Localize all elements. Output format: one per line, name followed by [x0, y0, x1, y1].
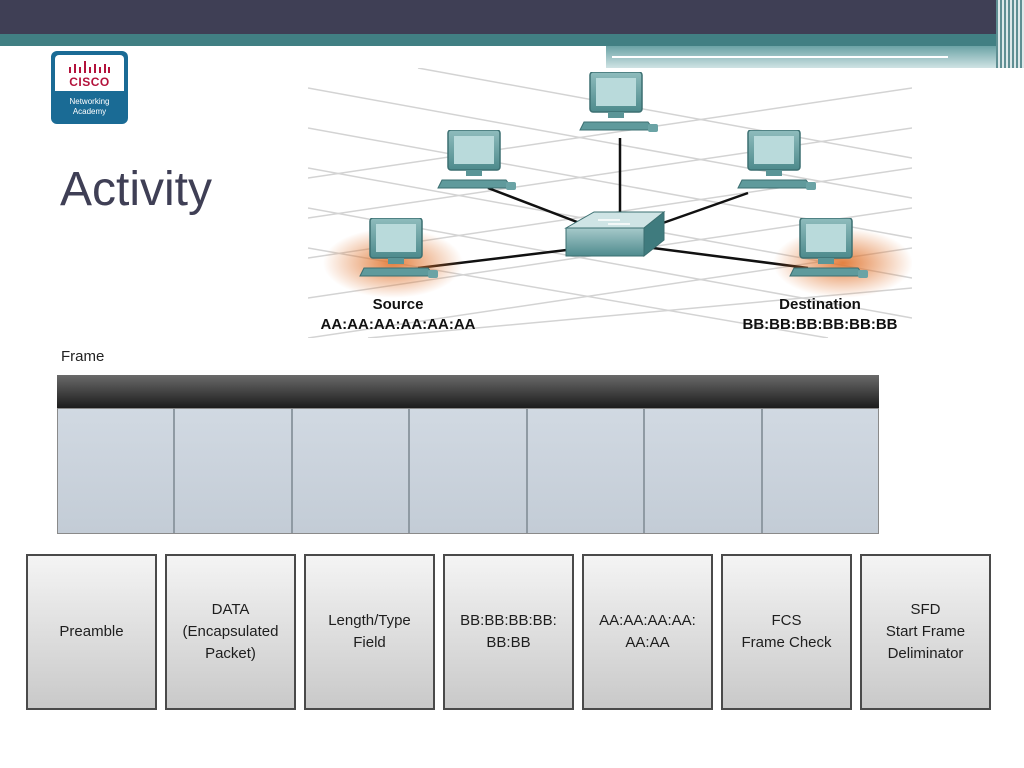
frame-label: Frame — [61, 348, 105, 365]
cisco-logo: CISCO Networking Academy — [51, 51, 128, 124]
field-card-destination-mac[interactable]: BB:BB:BB:BB: BB:BB — [443, 554, 574, 710]
frame-slot-6[interactable] — [645, 409, 763, 533]
field-card-source-mac[interactable]: AA:AA:AA:AA: AA:AA — [582, 554, 713, 710]
accent-line — [612, 56, 948, 58]
logo-line-2: Academy — [72, 107, 107, 116]
frame-slot-4[interactable] — [410, 409, 528, 533]
frame-slot-5[interactable] — [527, 409, 646, 533]
accent-bar — [0, 34, 1024, 46]
computer-icon-left — [437, 130, 517, 191]
frame-slot-1[interactable] — [58, 409, 176, 533]
field-card-data[interactable]: DATA (Encapsulated Packet) — [165, 554, 296, 710]
logo-word: CISCO — [69, 75, 110, 89]
frame-drop-zone — [57, 408, 879, 534]
slide-title: Activity — [60, 163, 213, 216]
frame-slot-3[interactable] — [292, 409, 411, 533]
frame-slot-2[interactable] — [175, 409, 293, 533]
corner-stripes — [996, 0, 1024, 68]
destination-mac: BB:BB:BB:BB:BB:BB — [743, 316, 898, 333]
frame-header-bar — [57, 375, 879, 408]
cisco-bars-icon — [69, 61, 110, 73]
logo-subtitle: Networking Academy — [51, 97, 128, 117]
field-card-length-type[interactable]: Length/Type Field — [304, 554, 435, 710]
switch-icon — [564, 210, 666, 258]
source-mac: AA:AA:AA:AA:AA:AA — [321, 316, 476, 333]
network-diagram: Source AA:AA:AA:AA:AA:AA Destination BB:… — [308, 68, 912, 338]
computer-icon-top — [579, 72, 659, 133]
frame-slot-7[interactable] — [762, 409, 878, 533]
field-card-sfd[interactable]: SFD Start Frame Deliminator — [860, 554, 991, 710]
destination-label: Destination — [779, 296, 861, 313]
header-bar — [0, 0, 1024, 34]
field-card-fcs[interactable]: FCS Frame Check — [721, 554, 852, 710]
field-card-preamble[interactable]: Preamble — [26, 554, 157, 710]
logo-line-1: Networking — [69, 97, 110, 106]
source-label: Source — [373, 296, 424, 313]
